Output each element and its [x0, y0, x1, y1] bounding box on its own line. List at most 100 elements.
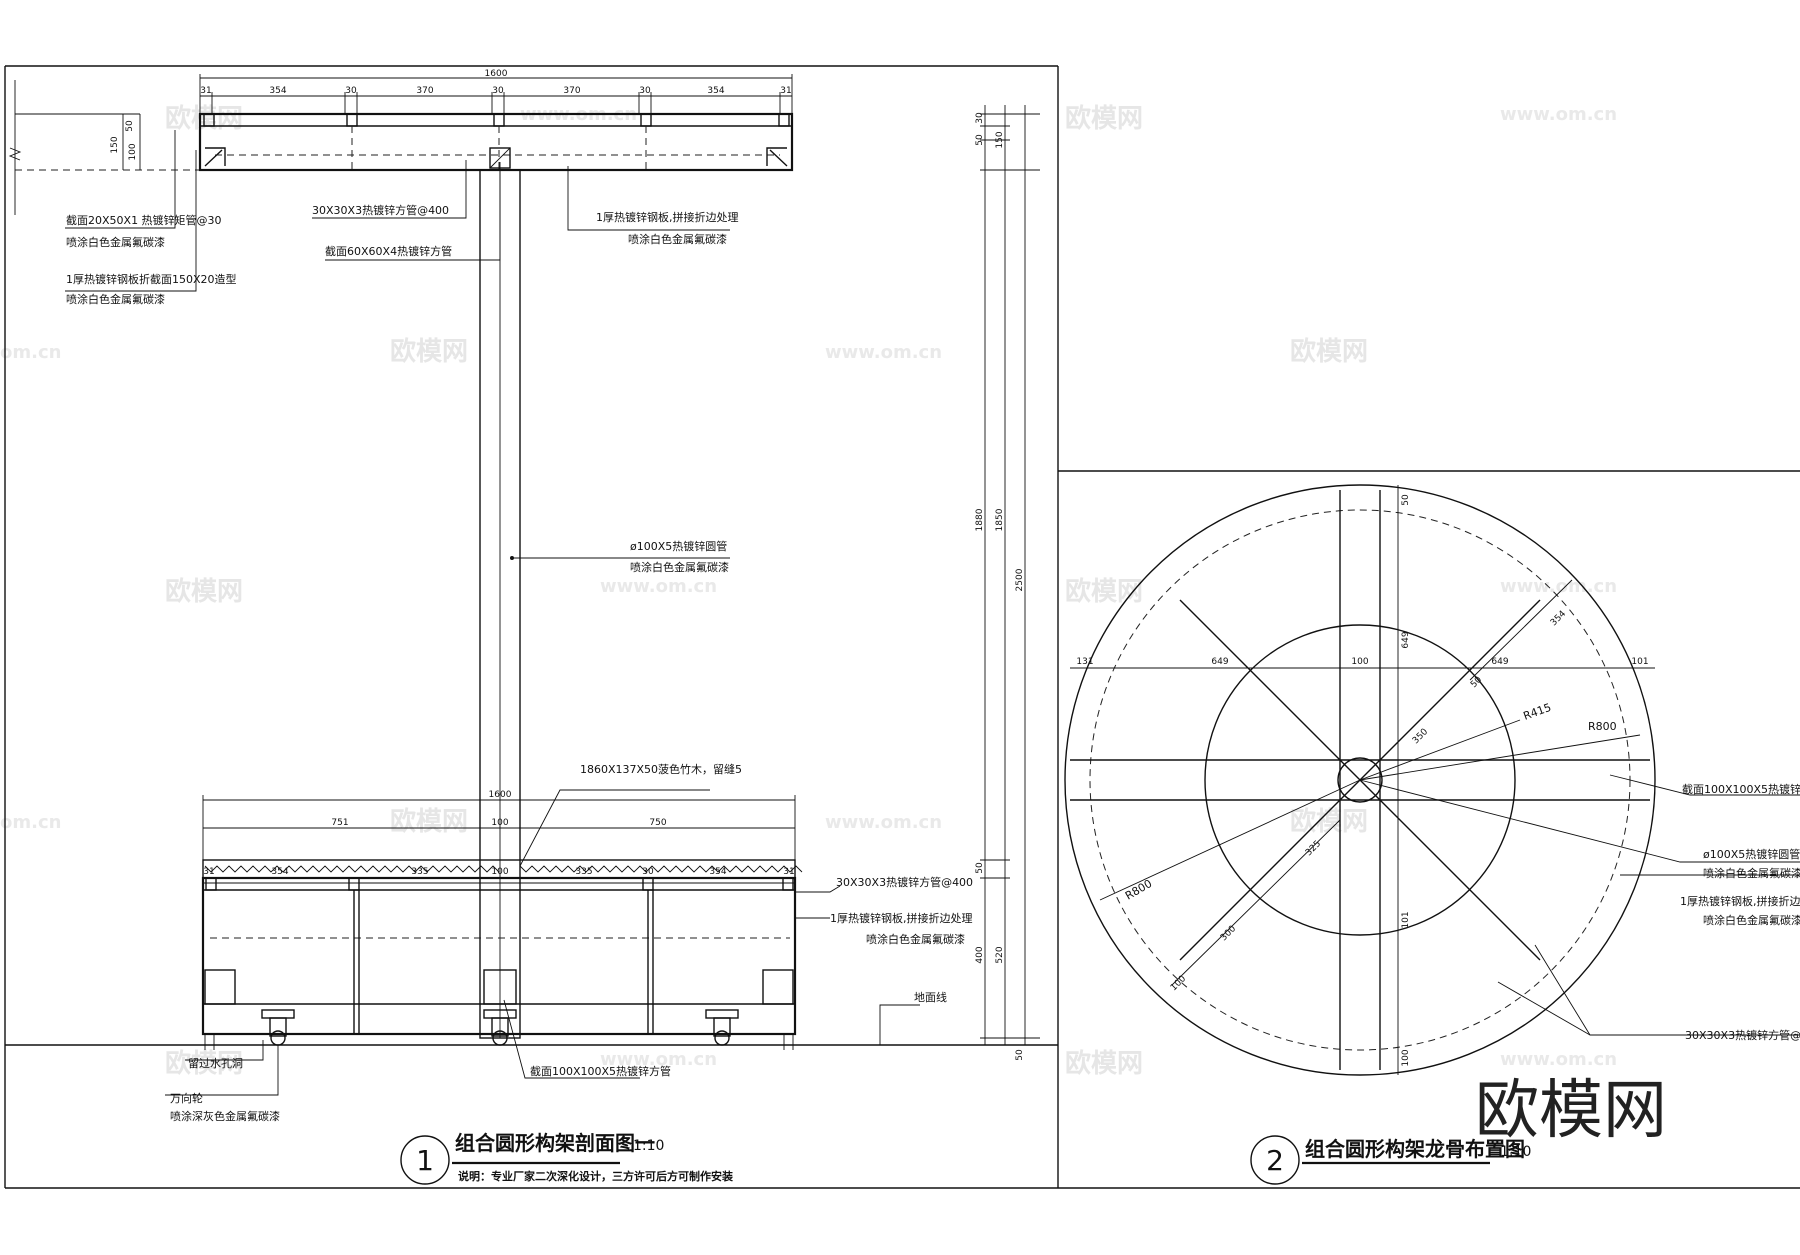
- dim-label: 30: [639, 86, 651, 96]
- sheet-frames: [4, 65, 1800, 1189]
- watermark-logo: 欧模网: [390, 806, 468, 837]
- watermark-url: www.om.cn: [600, 1049, 717, 1070]
- radius-label: R415: [1522, 701, 1553, 723]
- dim-label: 50: [975, 862, 985, 874]
- dim-label: 50: [125, 120, 135, 132]
- note-text: 截面100X100X5热镀锌方管: [530, 1064, 671, 1078]
- note-text: 1860X137X50菠色竹木，留缝5: [580, 762, 742, 776]
- dim-label: 400: [975, 946, 985, 963]
- watermark-url: om.cn: [0, 342, 61, 363]
- dim-label: 335: [575, 867, 592, 877]
- dim-label: 100: [1351, 657, 1368, 667]
- watermark-logo: 欧模网: [1290, 336, 1368, 367]
- note-text: ø100X5热镀锌圆管: [630, 539, 727, 553]
- note-text: 喷涂白色金属氟碳漆: [66, 292, 165, 306]
- note-text: 留过水孔洞: [188, 1057, 243, 1070]
- note-text: 1厚热镀锌钢板,拼接折边处理: [1680, 894, 1800, 908]
- note-text: 地面线: [914, 990, 947, 1004]
- dim-label: 100: [128, 143, 138, 160]
- drawing-number: 2: [1266, 1144, 1284, 1177]
- dim-label: 31: [203, 867, 214, 877]
- dim-label: 1880: [975, 508, 985, 531]
- inner-ring: [1204, 624, 1516, 936]
- brand-logo-watermark: 欧模网: [1475, 1074, 1667, 1148]
- radius-label: R800: [1588, 720, 1617, 733]
- dim-label: 354: [707, 86, 724, 96]
- drawing-number: 1: [416, 1144, 434, 1177]
- dim-label: 354: [709, 867, 726, 877]
- note-text: 1厚热镀锌钢板折截面150X20造型: [66, 272, 237, 286]
- note-text: 30X30X3热镀锌方管@400: [312, 203, 449, 217]
- note-text: 喷涂白色金属氟碳漆: [630, 560, 729, 574]
- watermark-logo: 欧模网: [1065, 103, 1143, 134]
- watermark-url: www.om.cn: [825, 342, 942, 363]
- drawing-number-circle: [400, 1135, 450, 1185]
- dim-label: 649: [1401, 631, 1411, 648]
- dim-label: 649: [1211, 657, 1228, 667]
- outer-ring: [1064, 484, 1656, 1076]
- dim-label: 350: [1411, 727, 1430, 746]
- watermark-url: www.om.cn: [825, 812, 942, 833]
- dim-label: 150: [995, 131, 1005, 148]
- note-text: 喷涂白色金属氟碳漆: [1703, 913, 1800, 927]
- dim-label: 50: [975, 134, 985, 146]
- note-text: 30X30X3热镀锌方管@400: [836, 875, 973, 889]
- dim-label: 649: [1491, 657, 1508, 667]
- dim-label: 150: [110, 136, 120, 153]
- watermark-layer: 欧模网 www.om.cn 欧模网 www.om.cn om.cn 欧模网 ww…: [0, 103, 1617, 1079]
- dim-label: 30: [642, 867, 654, 877]
- dim-label: 2500: [1015, 568, 1025, 591]
- dim-label: 1850: [995, 508, 1005, 531]
- section-drawing: 1600 31 354 30 370 30 370 30 354 31 50 1…: [5, 69, 1058, 1185]
- dim-label: 750: [649, 818, 666, 828]
- dim-label: 101: [1631, 657, 1648, 667]
- watermark-logo: 欧模网: [165, 1048, 243, 1079]
- dim-label: 335: [411, 867, 428, 877]
- dim-label: 325: [1304, 839, 1323, 858]
- dim-label: 101: [1401, 911, 1411, 928]
- dim-label: 354: [1549, 609, 1568, 628]
- dim-label: 31: [783, 867, 794, 877]
- drawing-scale: 1:10: [633, 1138, 664, 1154]
- dim-label: 300: [1219, 924, 1238, 943]
- drawing-number-circle: [1250, 1135, 1300, 1185]
- dim-label: 30: [492, 86, 504, 96]
- note-text: 喷涂白色金属氟碳漆: [66, 235, 165, 249]
- watermark-url: om.cn: [0, 812, 61, 833]
- watermark-url: www.om.cn: [1500, 104, 1617, 125]
- note-text: ø100X5热镀锌圆管: [1703, 847, 1800, 861]
- watermark-logo: 欧模网: [1065, 1048, 1143, 1079]
- dim-label: 131: [1076, 657, 1093, 667]
- caster-wheel: [261, 1009, 295, 1046]
- watermark-url: www.om.cn: [600, 576, 717, 597]
- dim-label: 354: [269, 86, 286, 96]
- dim-label: 100: [1401, 1049, 1411, 1066]
- note-text: 喷涂白色金属氟碳漆: [1703, 866, 1800, 880]
- dim-label: 100: [491, 818, 508, 828]
- note-text: 喷涂白色金属氟碳漆: [628, 232, 727, 246]
- dim-label: 520: [995, 946, 1005, 963]
- bench-total-dim: 1600: [489, 790, 512, 800]
- drawing-title: 组合圆形构架剖面图一: [455, 1131, 655, 1155]
- note-text: 1厚热镀锌钢板,拼接折边处理: [596, 210, 739, 224]
- dim-label: 31: [200, 86, 211, 96]
- watermark-logo: 欧模网: [165, 576, 243, 607]
- bench: [201, 859, 803, 1050]
- dim-label: 50: [1469, 675, 1484, 690]
- watermark-logo: 欧模网: [1065, 576, 1143, 607]
- watermark-logo: 欧模网: [390, 336, 468, 367]
- center-post: [1337, 757, 1383, 803]
- caster-wheel: [705, 1009, 739, 1046]
- dim-label: 31: [780, 86, 791, 96]
- dim-label: 370: [563, 86, 580, 96]
- top-total-dim: 1600: [485, 69, 508, 79]
- note-text: 喷涂白色金属氟碳漆: [866, 932, 965, 946]
- dim-label: 30: [975, 112, 985, 124]
- dim-label: 100: [1169, 974, 1188, 993]
- note-text: 喷涂深灰色金属氟碳漆: [170, 1109, 280, 1123]
- dim-label: 354: [271, 867, 288, 877]
- dim-label: 100: [491, 867, 508, 877]
- radius-label: R800: [1123, 877, 1154, 903]
- note-text: 万向轮: [170, 1091, 203, 1105]
